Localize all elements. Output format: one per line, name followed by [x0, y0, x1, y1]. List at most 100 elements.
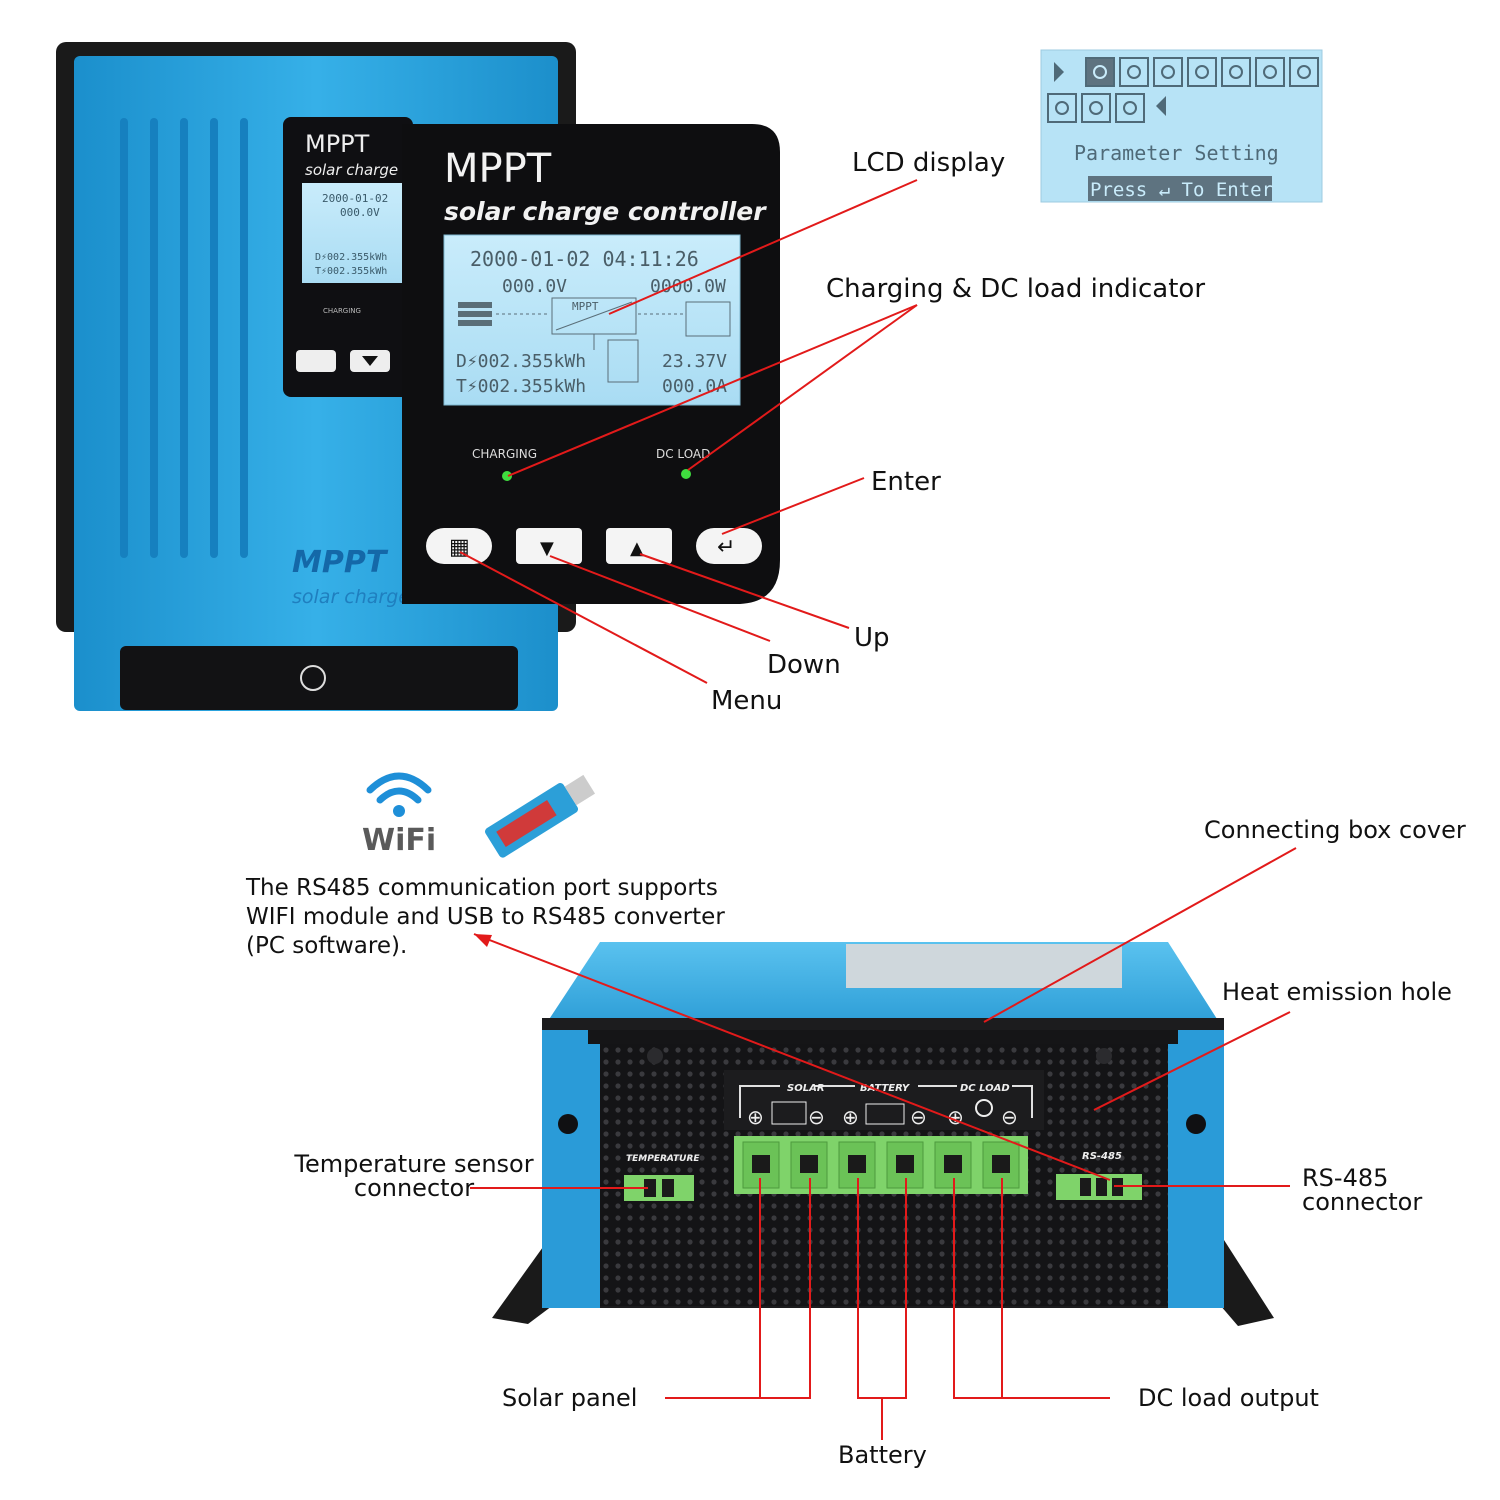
callout-dcload-line — [687, 304, 918, 471]
charging-led — [502, 471, 512, 481]
inset-icon-row — [1047, 57, 1319, 123]
dc-load-led — [681, 469, 691, 479]
battery-minus-icon: ⊖ — [910, 1105, 927, 1129]
up-button[interactable] — [606, 528, 672, 564]
right-screw-hole — [1186, 1114, 1206, 1134]
enter-icon: ↵ — [717, 535, 735, 560]
callout-rs485-line-2: connector — [1302, 1188, 1423, 1216]
left-side-panel — [542, 1030, 600, 1308]
lcd-inset: Parameter Setting Press ↵ To Enter — [1040, 49, 1323, 203]
top-display-window — [846, 944, 1122, 988]
bottom-callout-lines — [470, 847, 1297, 1440]
callout-dc-load-output: DC load output — [1138, 1384, 1319, 1412]
sun-icon — [1153, 57, 1183, 87]
callout-heat-line — [1093, 1011, 1291, 1111]
back-lcd-total: T⚡002.355kWh — [315, 266, 387, 277]
top-callout-lines — [459, 179, 918, 684]
speaker-icon — [1221, 57, 1251, 87]
down-icon: ▼ — [540, 538, 554, 559]
callout-lcd-line — [608, 179, 918, 315]
callout-down: Down — [767, 650, 841, 680]
rs485-note: The RS485 communication port supports WI… — [246, 874, 766, 961]
callout-cover-line — [983, 847, 1297, 1023]
dc-load-group-label: DC LOAD — [960, 1083, 1010, 1094]
lcd-datetime: 2000-01-02 04:11:26 — [470, 247, 699, 271]
left-screw-hole — [558, 1114, 578, 1134]
terminal-block-body — [734, 1136, 1028, 1194]
back-lcd-voltage: 000.0V — [340, 206, 380, 219]
terminal-unit: SOLAR BATTERY DC LOAD ⊕ ⊖ ⊕ ⊖ ⊕ ⊖ TEMPER… — [492, 942, 1274, 1326]
callout-indicator: Charging & DC load indicator — [826, 274, 1206, 304]
body-ribs — [120, 118, 248, 558]
callout-enter-line — [721, 477, 865, 535]
rs485-note-line-1: The RS485 communication port supports — [246, 875, 718, 901]
load-plus-icon: ⊕ — [947, 1105, 964, 1129]
terminal-screw-hole — [944, 1155, 962, 1173]
back-charging-label: CHARGING — [323, 307, 361, 315]
network-icon — [1081, 93, 1111, 123]
tools-icon — [1085, 57, 1115, 87]
lcd-solar-icon — [458, 302, 492, 326]
wifi-icon: WiFi — [362, 772, 436, 858]
terminal-block — [734, 1136, 1028, 1194]
callout-rs485-note-line — [473, 933, 1111, 1181]
callout-menu-line — [459, 551, 708, 684]
front-panel: MPPT solar charge controller 2000-01-02 … — [402, 124, 780, 604]
body-subtitle: solar charge — [292, 586, 410, 608]
bottom-cover — [120, 646, 518, 710]
callout-heat-emission-hole: Heat emission hole — [1222, 978, 1452, 1006]
callout-connecting-box-cover: Connecting box cover — [1204, 816, 1466, 844]
page-icon — [1255, 57, 1285, 87]
callout-temperature-line-2: connector — [353, 1174, 475, 1202]
rs485-label: RS-485 — [1082, 1151, 1122, 1162]
back-down-icon — [362, 356, 378, 366]
battery-symbol-icon — [865, 1103, 905, 1125]
back-menu-button[interactable] — [296, 350, 336, 372]
callout-load-line-b — [953, 1178, 1002, 1399]
enter-button[interactable] — [696, 528, 762, 564]
front-brand: MPPT — [444, 146, 552, 192]
dc-load-label: DC LOAD — [656, 447, 710, 461]
callout-up-line — [639, 553, 850, 629]
bulb-icon — [1047, 93, 1077, 123]
contrast-icon — [1187, 57, 1217, 87]
callout-up: Up — [854, 623, 890, 653]
flow-icon — [1119, 57, 1149, 87]
solar-minus-icon: ⊖ — [808, 1105, 825, 1129]
front-subtitle: solar charge controller — [444, 197, 767, 226]
lcd-screen — [443, 234, 741, 406]
callout-rs485-line-1: RS-485 — [1302, 1164, 1389, 1192]
callout-solar-panel: Solar panel — [502, 1384, 638, 1412]
inset-prompt: Press ↵ To Enter — [1090, 179, 1273, 201]
left-top-screw — [647, 1048, 663, 1064]
lcd-total-energy: T⚡002.355kWh — [456, 376, 586, 397]
usb-rs485-converter-icon — [485, 774, 596, 858]
lcd-load-current: 000.0A — [662, 376, 727, 397]
down-button[interactable] — [516, 528, 582, 564]
inset-title: Parameter Setting — [1074, 141, 1279, 165]
battery-group-label: BATTERY — [860, 1083, 911, 1094]
menu-button[interactable] — [426, 528, 492, 564]
lcd-bulb-icon — [607, 339, 639, 383]
lcd-daily-energy: D⚡002.355kWh — [456, 351, 586, 372]
wifi-logo-text: WiFi — [362, 823, 436, 858]
callout-lcd-display: LCD display — [852, 148, 1006, 178]
terminal-screw-hole — [896, 1155, 914, 1173]
right-side-panel — [1168, 1030, 1224, 1308]
solar-group-label: SOLAR — [787, 1083, 825, 1094]
rs485-note-line-2: WIFI module and USB to RS485 converter — [246, 904, 725, 930]
lcd-mppt-label: MPPT — [572, 300, 599, 313]
callout-down-line — [549, 555, 771, 642]
callout-temperature-sensor: Temperature sensor connector — [290, 1152, 538, 1200]
callout-arrowhead — [474, 934, 492, 947]
language-icon — [1115, 93, 1145, 123]
battery-plus-icon: ⊕ — [842, 1105, 859, 1129]
lcd-battery-icon — [685, 301, 731, 337]
clear-icon — [1289, 57, 1319, 87]
callout-solar-line-b — [760, 1178, 811, 1399]
right-top-screw — [1096, 1048, 1112, 1064]
arrow-right-icon — [1054, 62, 1064, 82]
cover-screw-icon — [300, 665, 326, 691]
terminal-screw-hole — [992, 1155, 1010, 1173]
